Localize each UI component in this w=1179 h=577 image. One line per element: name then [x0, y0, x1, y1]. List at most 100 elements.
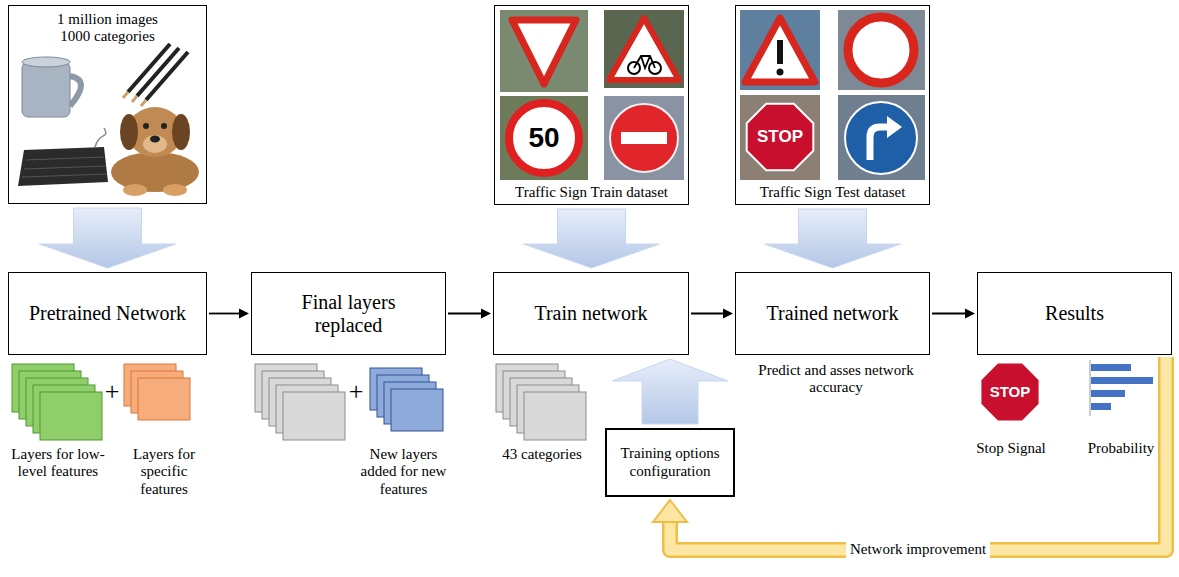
dog-picture: [123, 184, 147, 196]
stop-sign-photo: [740, 95, 820, 180]
warning-sign-photo: [740, 10, 820, 90]
config-box: Training options configuration: [605, 428, 735, 497]
result-stop-sign: [980, 362, 1039, 421]
process-box: Pretrained Network: [8, 272, 207, 355]
low-level-layers: [12, 364, 102, 440]
keyboard-picture: [18, 147, 108, 186]
plus-sign: +: [101, 377, 123, 407]
connector: [653, 357, 1166, 550]
bicycle-sign-photo: [604, 10, 684, 88]
mug-picture: [22, 57, 81, 117]
probability-bars: [1091, 403, 1111, 410]
probability-bars: [1091, 364, 1131, 371]
stop-sign-photo: [747, 104, 814, 171]
process-box: Results: [977, 272, 1172, 355]
yield-sign-photo: [512, 20, 576, 84]
box-text: Traffic Sign Test dataset: [760, 184, 906, 201]
flow-arrow: [209, 313, 240, 315]
block-arrow: [524, 209, 660, 268]
box-text: Trained network: [766, 302, 898, 325]
warning-sign-photo: [745, 18, 815, 82]
edge-label: Network improvement: [846, 541, 990, 558]
arrow-head: [965, 309, 975, 319]
frozen-layers: [283, 392, 345, 440]
turn-right-photo: [887, 116, 902, 138]
flow-arrow: [448, 313, 482, 315]
dog-picture: [172, 114, 190, 150]
step-note: Predict and asses network accuracy: [742, 362, 930, 397]
connector: [209, 309, 249, 319]
sign-text: STOP: [746, 127, 814, 147]
no-entry-photo: [621, 132, 667, 144]
bicycle-sign-photo: [609, 18, 679, 80]
box-text: Training options configuration: [620, 445, 720, 480]
dog-picture: [111, 107, 199, 196]
pencils-picture: [132, 96, 137, 102]
no-vehicles-photo: [838, 10, 925, 90]
bicycle-sign-photo: [634, 56, 655, 68]
feedback-arrow: [670, 357, 1166, 550]
probability-bars: [1091, 390, 1125, 397]
keyboard-picture: [26, 157, 104, 160]
pencils-picture: [146, 52, 188, 100]
flow-arrow: [691, 313, 724, 315]
layer-caption: Layers for specific features: [116, 446, 212, 498]
keyboard-picture: [95, 128, 106, 147]
new-layers: [391, 389, 443, 431]
sign-text: STOP: [980, 383, 1040, 400]
connector: [691, 309, 733, 319]
bicycle-sign-photo: [604, 10, 684, 88]
result-stop-sign: [980, 362, 1039, 421]
box-text: Train network: [534, 302, 647, 325]
dog-picture: [120, 114, 138, 150]
process-box: Final layers replaced: [251, 272, 446, 355]
no-vehicles-photo: [848, 17, 914, 83]
turn-right-photo: [838, 95, 925, 180]
turn-right-photo: [845, 102, 917, 174]
block-arrow: [765, 209, 901, 268]
specific-layers: [138, 378, 190, 420]
connector: [448, 309, 491, 319]
arrow-head: [239, 309, 249, 319]
dog-picture: [143, 123, 149, 129]
pencils-picture: [123, 44, 188, 106]
mug-picture: [70, 76, 81, 106]
probability-bars: [1091, 377, 1153, 384]
mug-picture: [22, 62, 70, 117]
probability-bars: [1090, 360, 1153, 416]
connector: [932, 309, 975, 319]
turn-right-photo: [838, 95, 925, 180]
keyboard-picture: [24, 166, 106, 169]
speed-limit-photo: [500, 96, 588, 180]
connector: [524, 209, 660, 268]
turn-right-photo: [870, 127, 889, 160]
no-entry-photo: [604, 96, 684, 180]
result-caption: Probability: [1082, 440, 1160, 457]
dataset-panel: 1 million images 1000 categories: [8, 5, 207, 204]
dog-picture: [111, 152, 199, 192]
layer-caption: Layers for low-level features: [10, 446, 106, 481]
arrow-head: [481, 309, 491, 319]
feedback-arrow: [670, 357, 1166, 550]
warning-sign-photo: [740, 10, 820, 90]
trained-layers: [524, 392, 586, 440]
dog-picture: [150, 136, 160, 143]
box-text: 1 million images 1000 categories: [45, 11, 170, 46]
arrow-head: [723, 309, 733, 319]
layer-caption: 43 categories: [490, 446, 594, 463]
dataset-panel: Traffic Sign Train dataset: [494, 5, 689, 205]
yield-sign-photo: [500, 10, 588, 92]
no-entry-photo: [610, 104, 678, 172]
process-box: Trained network: [735, 272, 930, 355]
dataset-panel: Traffic Sign Test dataset: [735, 5, 930, 205]
plus-sign: +: [345, 377, 367, 407]
speed-limit-photo: [509, 103, 579, 173]
no-entry-photo: [604, 96, 684, 180]
process-box: Train network: [493, 272, 689, 355]
stop-sign-photo: [740, 95, 820, 180]
block-arrow: [612, 359, 728, 424]
new-layers: [370, 368, 443, 431]
sign-number: 50: [514, 122, 574, 154]
layer-caption: New layers added for new features: [356, 446, 451, 498]
dog-picture: [163, 184, 187, 196]
